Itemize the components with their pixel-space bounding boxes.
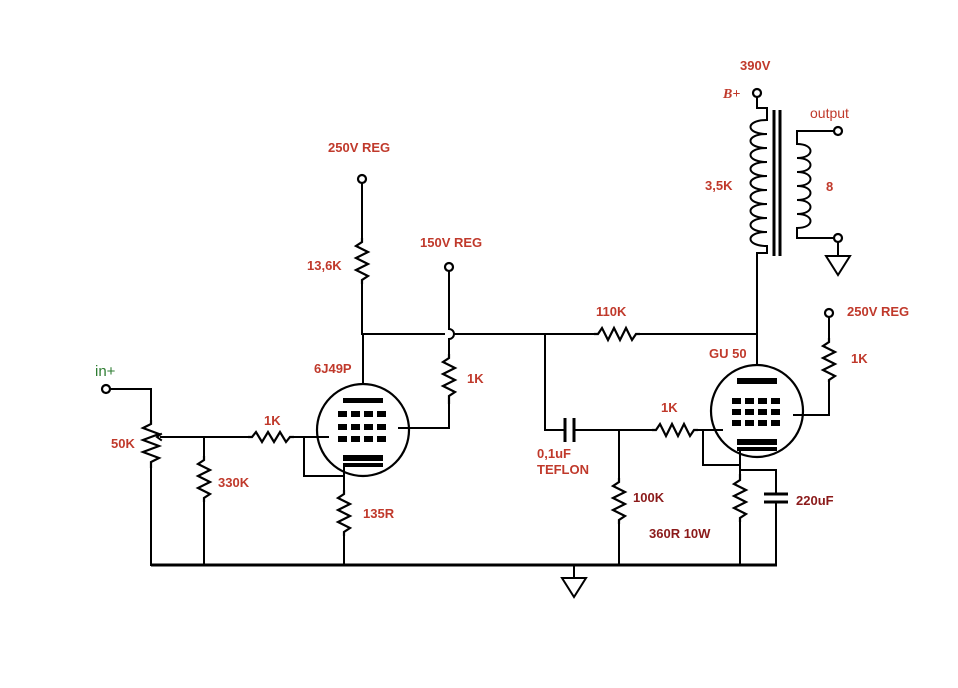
cathode-cap-label: 220uF — [796, 493, 834, 508]
screen-resistor-1k-tube1 — [440, 354, 458, 404]
tube1-label: 6J49P — [314, 361, 352, 376]
grid-leak-1-label: 330K — [218, 475, 250, 490]
potentiometer-wiper-arrow — [155, 432, 163, 442]
tube2-label: GU 50 — [709, 346, 747, 361]
coupling-cap-type-label: TEFLON — [537, 462, 589, 477]
plate-load-resistor-13k6 — [353, 238, 371, 284]
input-label: in+ — [95, 363, 116, 380]
primary-winding — [749, 119, 768, 247]
main-ground-symbol — [560, 564, 588, 599]
coupling-cap-label: 0,1uF — [537, 446, 571, 461]
screen-res-2-label: 1K — [851, 351, 868, 366]
supply-terminal-250v-1 — [356, 173, 368, 185]
grid-leak-2-label: 100K — [633, 490, 665, 505]
primary-label: 3,5K — [705, 178, 733, 193]
grid-leak-resistor-100k — [610, 478, 628, 524]
secondary-bottom-lead — [796, 227, 835, 239]
cathode-resistor-360r — [731, 474, 749, 522]
tube1-screen-wire — [398, 403, 450, 429]
primary-top-lead — [756, 96, 768, 121]
output-ground-terminal — [832, 232, 844, 244]
potentiometer-50k — [139, 420, 163, 468]
cathode-res-1-label: 135R — [363, 506, 395, 521]
pot-label: 50K — [111, 436, 135, 451]
tube2-grid-tie — [702, 429, 741, 466]
plate-load-1-label: 13,6K — [307, 258, 342, 273]
output-ground-symbol — [824, 241, 852, 277]
grid-stopper-resistor-1k-tube2 — [652, 421, 698, 439]
supply-terminal-150v — [443, 261, 455, 273]
tube-gu50 — [709, 363, 805, 459]
grid-stopper-resistor-1k — [248, 429, 294, 445]
grid-stopper-2-label: 1K — [661, 400, 678, 415]
grid-leak-resistor-330k — [195, 456, 213, 502]
tube2-cathode-node — [739, 469, 777, 493]
tube2-screen-wire — [793, 381, 830, 416]
b-plus-label: B+ — [722, 87, 740, 102]
primary-bottom-lead — [756, 245, 768, 254]
secondary-label: 8 — [826, 179, 833, 194]
tube1-cathode-tie — [303, 436, 345, 477]
grid-stopper-1-label: 1K — [264, 413, 281, 428]
supply-terminal-250v-2 — [823, 307, 835, 319]
supply-2-label: 250V REG — [847, 304, 909, 319]
input-terminal — [100, 383, 112, 395]
output-terminal — [832, 125, 844, 137]
feedback-res-label: 110K — [596, 304, 627, 319]
feedback-resistor-110k — [594, 325, 640, 343]
supply-screen-1-label: 150V REG — [420, 235, 482, 250]
output-label: output — [810, 105, 849, 121]
cathode-resistor-135r — [335, 490, 353, 536]
b-plus-terminal — [751, 87, 763, 99]
screen-resistor-1k-tube2 — [820, 338, 838, 382]
cathode-res-2-label: 360R 10W — [649, 526, 711, 541]
secondary-winding — [796, 143, 812, 229]
screen-res-1-label: 1K — [467, 371, 484, 386]
input-wire — [109, 388, 152, 421]
supply-1-label: 250V REG — [328, 140, 390, 155]
secondary-top-lead — [796, 130, 835, 145]
coupling-wire — [544, 333, 564, 431]
b-plus-voltage-label: 390V — [740, 58, 771, 73]
tube-6j49p — [315, 382, 411, 478]
